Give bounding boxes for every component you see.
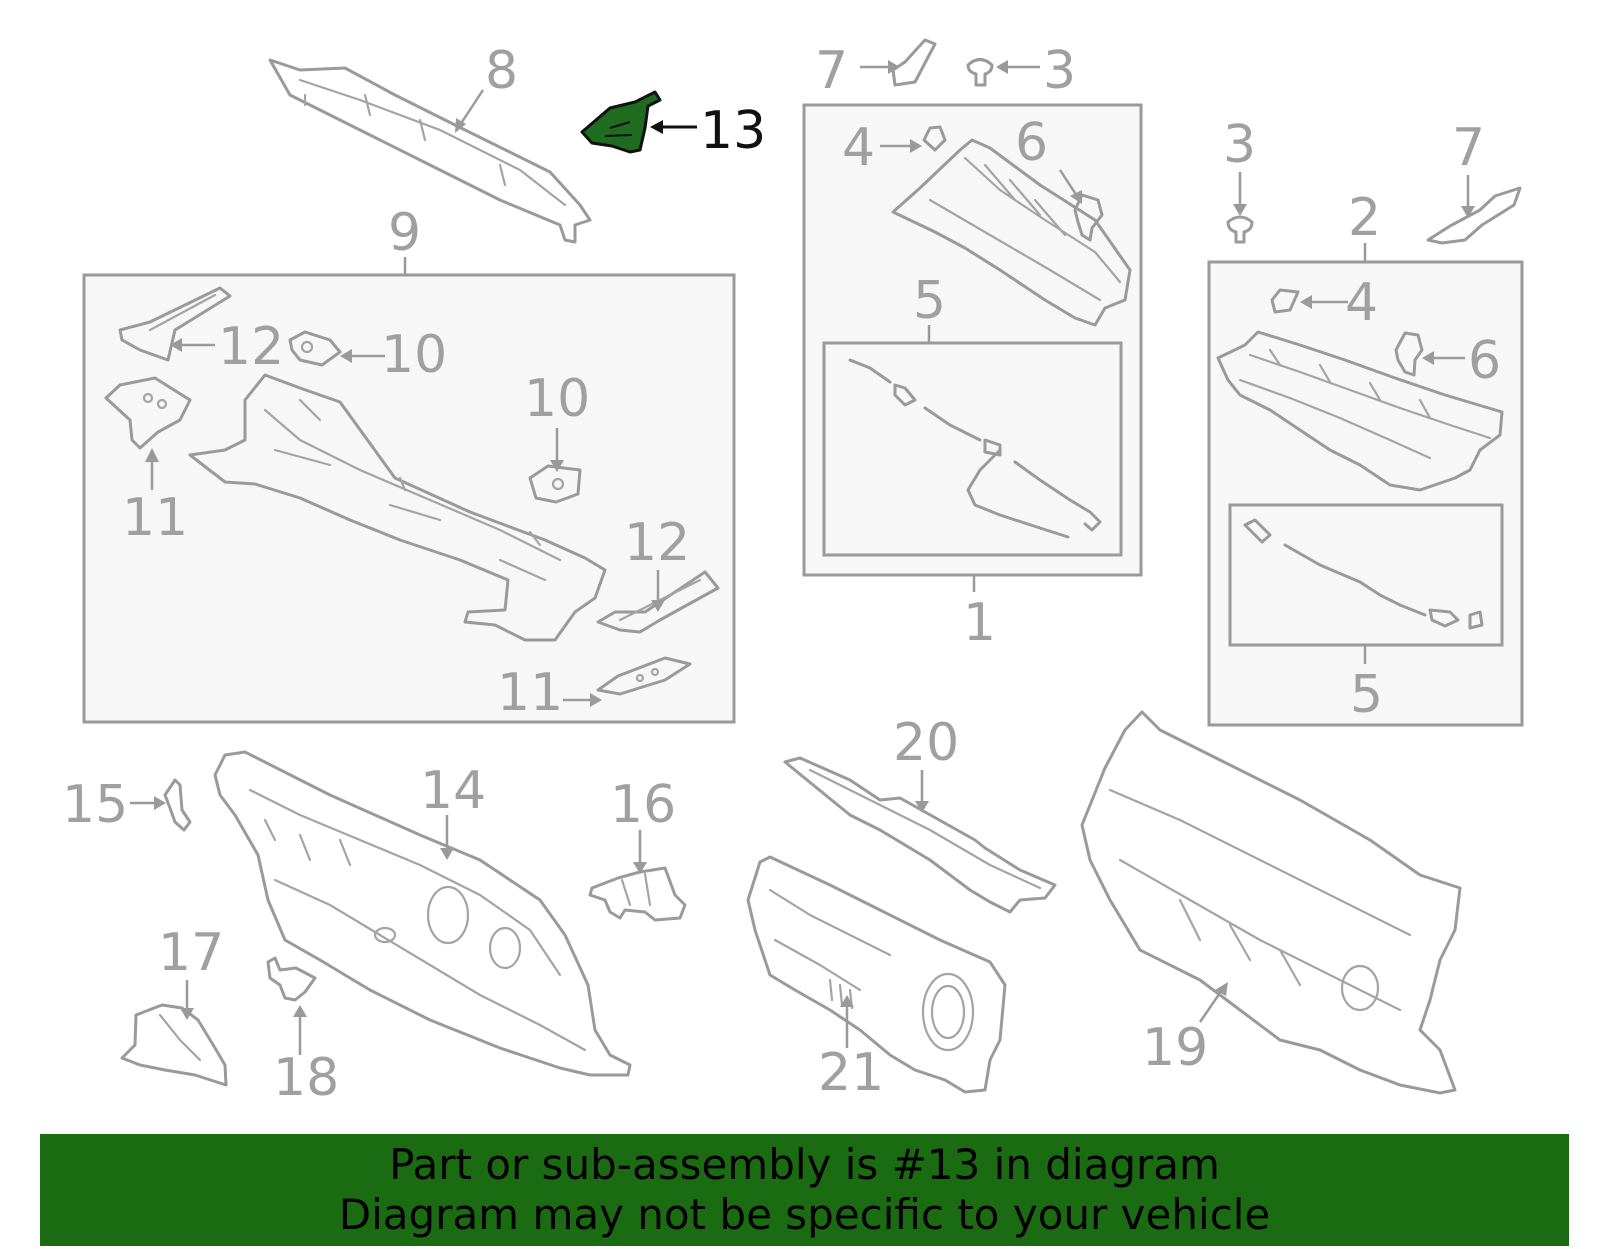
callout-5-box1: 5 bbox=[913, 271, 946, 331]
callout-8: 8 bbox=[485, 41, 518, 101]
callout-12-lower: 12 bbox=[624, 513, 690, 573]
part-17-bracket bbox=[120, 1003, 228, 1087]
assembly-box-5-right bbox=[1228, 503, 1504, 647]
part-2-cowl-grille bbox=[1216, 330, 1504, 492]
part-5-washer-hose-box2 bbox=[1243, 518, 1484, 630]
callout-16: 16 bbox=[610, 775, 676, 835]
part-4-clip-box2 bbox=[1270, 288, 1300, 314]
callout-7-right: 7 bbox=[1452, 118, 1485, 178]
part-14-dash-panel bbox=[213, 750, 632, 1077]
part-11-plate-upper bbox=[104, 376, 192, 450]
info-banner: Part or sub-assembly is #13 in diagram D… bbox=[40, 1134, 1569, 1246]
part-7-clip-top bbox=[891, 38, 937, 87]
callout-9: 9 bbox=[388, 203, 421, 263]
callout-7-top: 7 bbox=[815, 41, 848, 101]
part-19-dash-insulator bbox=[1080, 710, 1462, 1095]
banner-line-1: Part or sub-assembly is #13 in diagram bbox=[389, 1140, 1220, 1189]
callout-4-box2: 4 bbox=[1345, 273, 1378, 333]
part-21-dash-insulator bbox=[746, 855, 1007, 1094]
callout-1: 1 bbox=[963, 593, 996, 653]
part-15-bracket bbox=[163, 778, 192, 832]
assembly-box-5-left bbox=[822, 341, 1123, 557]
part-7-clip-right bbox=[1426, 186, 1522, 245]
callout-15: 15 bbox=[62, 775, 128, 835]
part-8-cowl-brace bbox=[268, 58, 592, 244]
callout-2: 2 bbox=[1348, 188, 1381, 248]
part-3-fastener-right bbox=[1226, 215, 1254, 244]
part-9-cowl-panel bbox=[188, 373, 607, 642]
part-6-clip-box2 bbox=[1394, 331, 1424, 377]
part-13-highlighted bbox=[580, 90, 662, 154]
callout-19: 19 bbox=[1142, 1018, 1208, 1078]
callout-3-right: 3 bbox=[1223, 115, 1256, 175]
callout-20: 20 bbox=[893, 713, 959, 773]
callout-10-lower: 10 bbox=[524, 369, 590, 429]
callout-14: 14 bbox=[420, 761, 486, 821]
callout-5-box2: 5 bbox=[1350, 665, 1383, 725]
part-10-clip-upper bbox=[288, 330, 342, 367]
callout-6-box2: 6 bbox=[1468, 331, 1501, 391]
part-20-brace bbox=[783, 756, 1057, 914]
part-3-fastener-top bbox=[966, 58, 994, 87]
part-1-cowl-grille bbox=[891, 138, 1132, 327]
callout-10-upper: 10 bbox=[381, 325, 447, 385]
callout-4-box1: 4 bbox=[842, 118, 875, 178]
part-6-clip-box1 bbox=[1073, 193, 1104, 242]
callout-17: 17 bbox=[158, 923, 224, 983]
callout-12-upper: 12 bbox=[218, 317, 284, 377]
callout-18: 18 bbox=[273, 1048, 339, 1108]
part-10-clip-lower bbox=[528, 464, 582, 504]
part-12-bracket-upper bbox=[118, 286, 232, 362]
part-11-plate-lower bbox=[596, 656, 692, 696]
callout-11-lower: 11 bbox=[497, 663, 563, 723]
callout-6-box1: 6 bbox=[1015, 113, 1048, 173]
part-4-clip-box1 bbox=[922, 125, 947, 152]
banner-line-2: Diagram may not be specific to your vehi… bbox=[338, 1190, 1271, 1239]
assembly-box-9 bbox=[82, 273, 736, 724]
part-18-clip bbox=[266, 956, 317, 1002]
callout-21: 21 bbox=[818, 1043, 884, 1103]
callout-11-upper: 11 bbox=[122, 488, 188, 548]
part-5-washer-hose-box1 bbox=[848, 358, 1102, 539]
part-16-bracket bbox=[588, 866, 687, 922]
callout-13: 13 bbox=[700, 101, 766, 161]
callout-3-top: 3 bbox=[1043, 41, 1076, 101]
